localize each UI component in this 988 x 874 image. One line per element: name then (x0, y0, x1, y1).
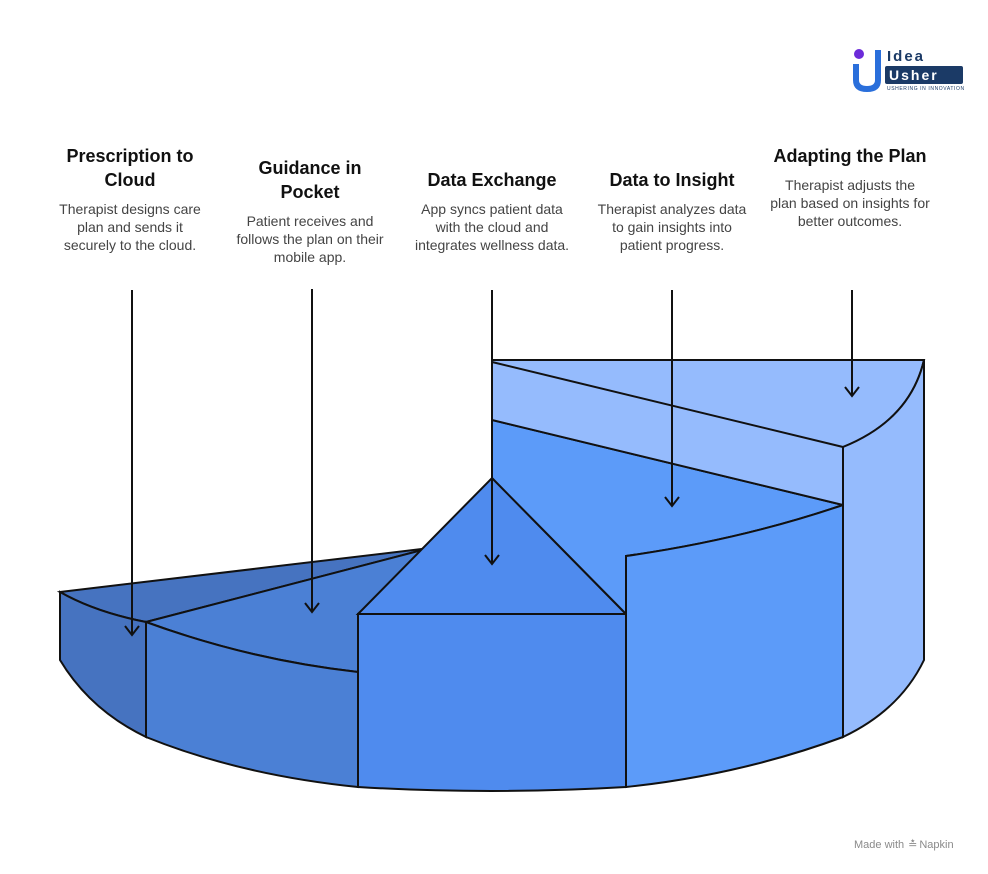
step-adapting-the-plan: Adapting the Plan Therapist adjusts the … (770, 144, 930, 230)
step-title: Adapting the Plan (773, 146, 927, 166)
logo-word-idea: Idea (887, 48, 926, 65)
made-with-text: Made with (854, 839, 905, 851)
step-prescription-to-cloud: Prescription to Cloud Therapist designs … (50, 144, 210, 254)
napkin-footer: Made with≛Napkin (854, 838, 954, 851)
step-description: Therapist designs care plan and sends it… (59, 201, 201, 253)
step-description: App syncs patient data with the cloud an… (414, 201, 570, 253)
step-title: Data to Insight (609, 170, 735, 190)
logo-mark-icon (853, 49, 881, 92)
segment-data-to-insight (491, 418, 847, 789)
idea-usher-logo: Idea Usher USHERING IN INNOVATION (849, 46, 967, 96)
step-title: Prescription to Cloud (66, 146, 194, 190)
step-title: Guidance in Pocket (258, 158, 362, 202)
step-data-to-insight: Data to Insight Therapist analyzes data … (592, 168, 752, 254)
segment-5-side (842, 359, 925, 739)
arrow-data-to-insight (664, 290, 680, 508)
step-description: Therapist analyzes data to gain insights… (597, 201, 747, 253)
segment-3-side (357, 613, 627, 792)
logo-tagline: USHERING IN INNOVATION (887, 86, 965, 92)
step-title: Data Exchange (427, 170, 557, 190)
arrow-data-exchange (484, 290, 500, 566)
segment-5-divider (491, 361, 844, 448)
segment-prescription-to-cloud (56, 547, 431, 739)
napkin-brand: Napkin (919, 839, 954, 851)
logo-word-usher: Usher (885, 66, 963, 84)
napkin-icon: ≛ (908, 839, 918, 851)
step-guidance-in-pocket: Guidance in Pocket Patient receives and … (230, 156, 390, 266)
arrow-guidance-in-pocket (304, 289, 320, 614)
segment-adapting-the-plan (491, 359, 926, 739)
arrow-prescription-to-cloud (124, 290, 140, 637)
arrow-adapting-the-plan (844, 290, 860, 398)
step-description: Therapist adjusts the plan based on insi… (770, 177, 930, 229)
step-description: Patient receives and follows the plan on… (236, 213, 384, 265)
step-data-exchange: Data Exchange App syncs patient data wit… (412, 168, 572, 254)
